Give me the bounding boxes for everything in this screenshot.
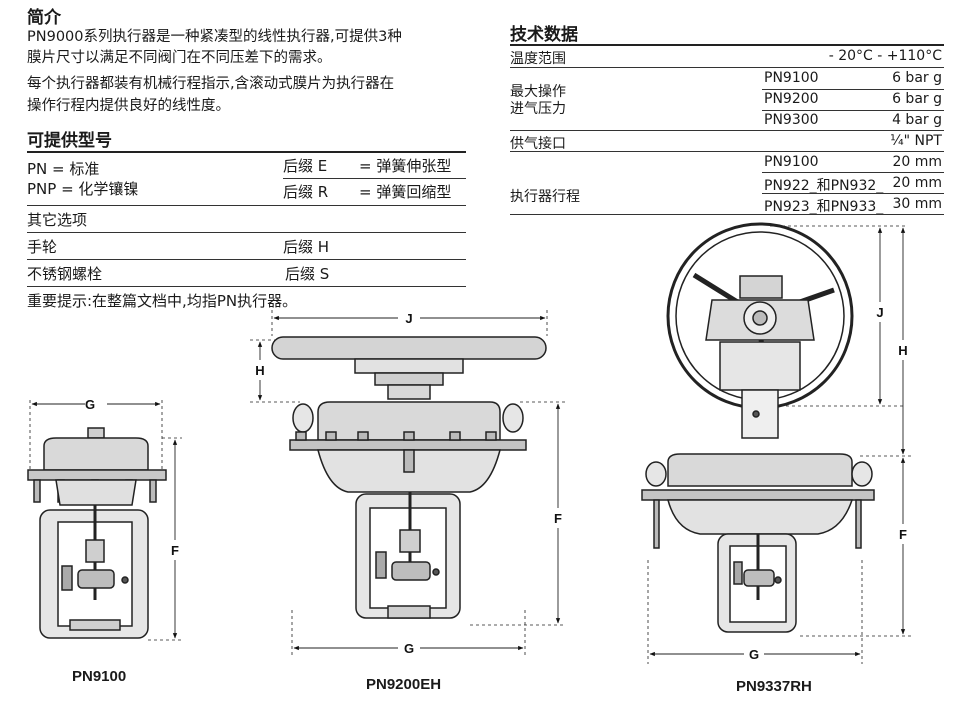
model-row-sep: [283, 178, 466, 179]
port-value: ¼" NPT: [890, 133, 942, 149]
stroke-row-sep-1: [762, 172, 944, 173]
intro-line-3: 每个执行器都装有机械行程指示,含滚动式膜片为执行器在: [27, 76, 395, 92]
option-2-name: 不锈钢螺栓: [27, 265, 103, 283]
pressure-row-1-model: PN9100: [764, 70, 819, 86]
pn9100-drawing: [27, 400, 182, 641]
fig3-dim-g: G: [749, 647, 759, 662]
model-row-2-desc: = 弹簧回缩型: [359, 183, 452, 201]
stroke-row-sep-2: [762, 193, 944, 194]
model-row-1-suffix: 后缀 E: [283, 157, 328, 175]
fig1-dim-g: G: [85, 397, 95, 412]
temp-label: 温度范围: [510, 51, 566, 67]
stroke-row-3-value: 30 mm: [892, 196, 942, 212]
fig2-dim-f: F: [554, 511, 562, 526]
options-rule-1: [27, 232, 466, 233]
stroke-row-2-value: 20 mm: [892, 175, 942, 191]
options-title: 其它选项: [27, 211, 88, 229]
pressure-row-sep-1: [762, 89, 944, 90]
fig1-dim-f: F: [171, 543, 179, 558]
stroke-row-2-model: PN922_和PN932_: [764, 178, 884, 194]
fig2-dim-g: G: [404, 641, 414, 656]
model-row-1-left: PN = 标准: [27, 160, 100, 178]
port-label: 供气接口: [510, 136, 566, 152]
pn9337rh-drawing: [641, 222, 912, 664]
fig2-dim-j: J: [405, 311, 412, 326]
fig3-dim-j: J: [876, 305, 883, 320]
option-1-name: 手轮: [27, 238, 58, 256]
stroke-row-1-model: PN9100: [764, 154, 819, 170]
fig3-dim-f: F: [899, 527, 907, 542]
fig2-dim-h: H: [255, 363, 264, 378]
pressure-row-1-value: 6 bar g: [892, 70, 942, 86]
pressure-row-2-model: PN9200: [764, 91, 819, 107]
pressure-row-sep-2: [762, 110, 944, 111]
option-1-suffix: 后缀 H: [283, 238, 330, 256]
option-2-suffix: 后缀 S: [285, 265, 330, 283]
fig1-caption: PN9100: [72, 668, 127, 685]
fig3-caption: PN9337RH: [736, 678, 812, 695]
model-row-2-suffix: 后缀 R: [283, 183, 329, 201]
tech-rule-port: [510, 151, 944, 152]
pressure-label-1: 最大操作: [510, 84, 566, 100]
options-rule-3: [27, 286, 466, 287]
tech-bottom-rule: [510, 214, 944, 215]
tech-heading: 技术数据: [510, 25, 578, 45]
intro-line-2: 膜片尺寸以满足不同阀门在不同压差下的需求。: [27, 50, 332, 66]
temp-value: - 20°C - +110°C: [828, 48, 942, 64]
fig2-caption: PN9200EH: [366, 676, 442, 693]
model-row-2-left: PNP = 化学镶镍: [27, 180, 139, 198]
fig3-dim-h: H: [898, 343, 907, 358]
intro-line-1: PN9000系列执行器是一种紧凑型的线性执行器,可提供3种: [27, 29, 402, 45]
important-note: 重要提示:在整篇文档中,均指PN执行器。: [27, 292, 298, 310]
intro-heading: 简介: [27, 8, 61, 28]
pn9200eh-drawing: [250, 310, 566, 656]
tech-rule-pressure: [510, 130, 944, 131]
tech-rule-temp: [510, 67, 944, 68]
stroke-row-1-value: 20 mm: [892, 154, 942, 170]
pressure-row-2-value: 6 bar g: [892, 91, 942, 107]
models-bottom-rule: [27, 205, 466, 206]
model-row-1-desc: = 弹簧伸张型: [359, 157, 452, 175]
stroke-label: 执行器行程: [510, 189, 580, 205]
intro-line-4: 操作行程内提供良好的线性度。: [27, 98, 230, 114]
pressure-row-3-model: PN9300: [764, 112, 819, 128]
pressure-label-2: 进气压力: [510, 101, 566, 117]
options-rule-2: [27, 259, 466, 260]
models-top-rule: [27, 151, 466, 153]
models-heading: 可提供型号: [27, 131, 112, 151]
pressure-row-3-value: 4 bar g: [892, 112, 942, 128]
tech-top-rule: [510, 44, 944, 46]
stroke-row-3-model: PN923_和PN933_: [764, 199, 884, 215]
